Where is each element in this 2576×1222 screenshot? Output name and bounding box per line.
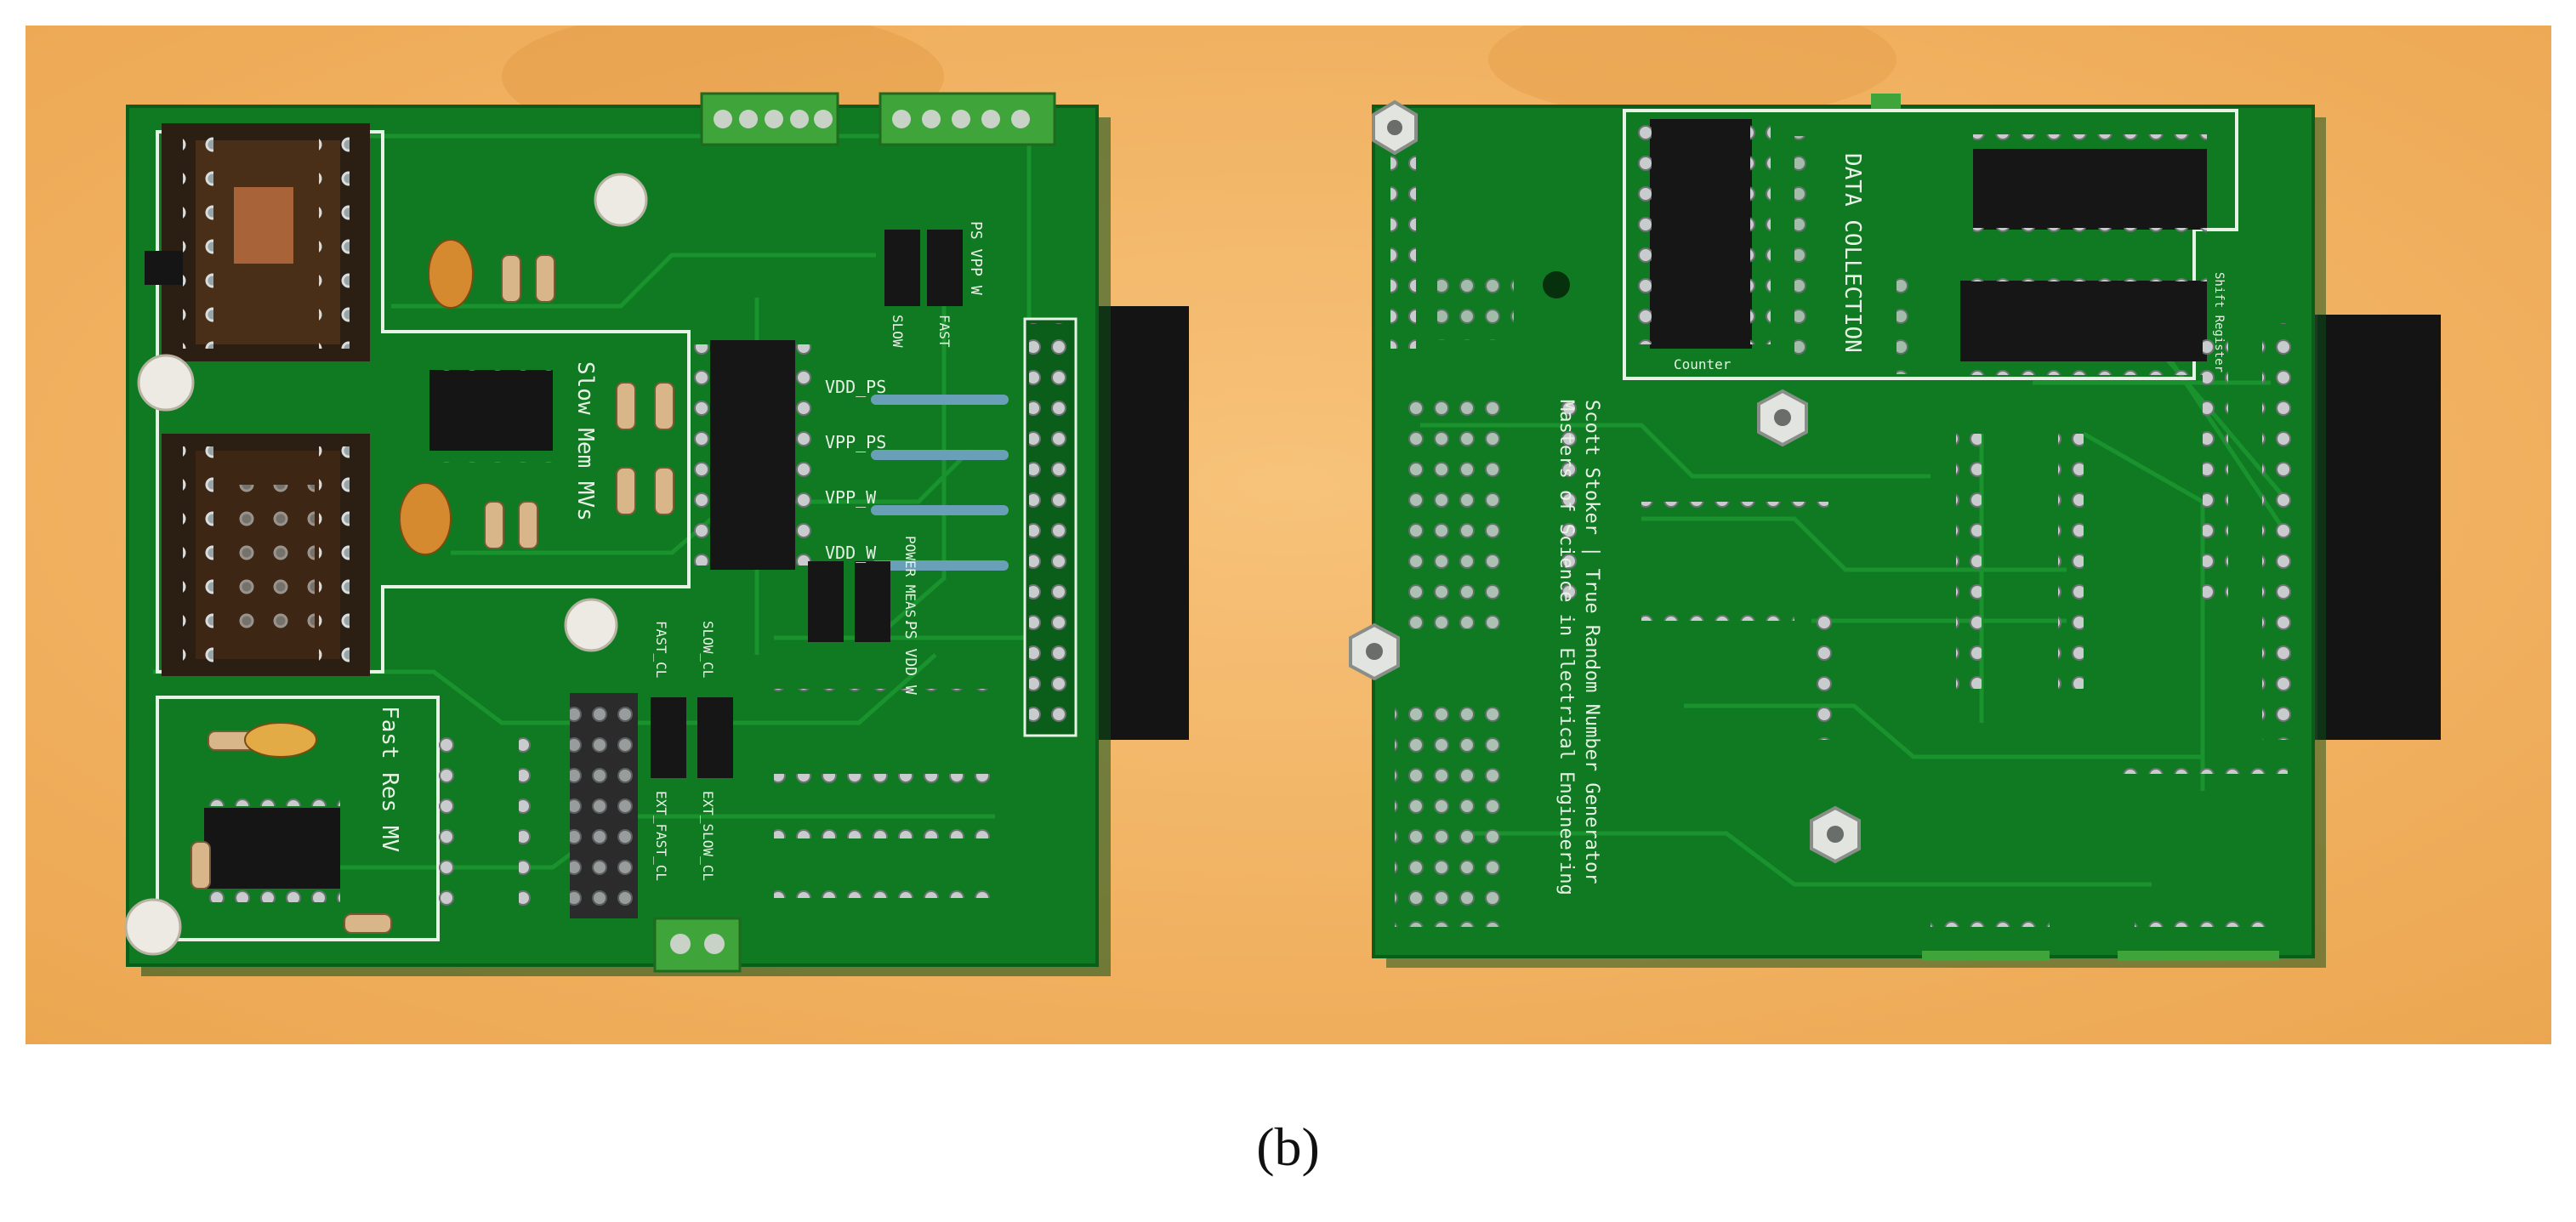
silk-ps-vpp-w: PS VPP W — [967, 221, 985, 295]
silk-fast: FAST — [936, 315, 952, 348]
silk-slow-cl: SLOW_CL — [700, 621, 716, 678]
silk-fast-cl: FAST_CL — [653, 621, 669, 678]
left-jumpers — [570, 230, 963, 918]
left-board: Slow Mem MVs Fast Res MV VDD_PS VPP_PS V… — [124, 92, 1189, 976]
silk-credit-line-2: Masters of Science in Electrical Enginee… — [1555, 400, 1577, 895]
silk-fast-res: Fast Res MV — [377, 706, 402, 852]
left-resistors — [190, 254, 674, 934]
left-jumper-wires — [871, 395, 1009, 571]
silk-counter: Counter — [1674, 356, 1732, 372]
right-ic-counter — [1631, 119, 1771, 349]
right-ic-shift-bottom — [1960, 266, 2207, 375]
figure-caption: (b) — [1256, 1117, 1320, 1177]
right-ic-shift-top — [1973, 134, 2207, 243]
pcb-photograph: Slow Mem MVs Fast Res MV VDD_PS VPP_PS V… — [26, 26, 2551, 1044]
left-capacitors — [244, 239, 474, 758]
silk-ext-fast-cl: EXT_FAST_CL — [653, 791, 669, 881]
right-edge-connector — [2313, 315, 2441, 740]
silk-credit-line-1: Scott Stoker | True Random Number Genera… — [1581, 400, 1602, 884]
left-ic-center — [689, 340, 816, 570]
silk-vdd-w: VDD_W — [825, 543, 877, 563]
silk-shift-register: Shift Register — [2212, 272, 2226, 372]
silk-slow-mem: Slow Mem MVs — [572, 361, 598, 521]
left-mounting-screws — [124, 173, 648, 956]
silk-power-meas: POWER MEAS. — [902, 536, 918, 626]
right-solder-pads — [1390, 136, 2296, 927]
silk-vpp-w: VPP_W — [825, 487, 877, 508]
left-socket-bottom — [162, 434, 370, 676]
silk-ps-vdd-w: PS VDD W — [901, 621, 919, 695]
silk-slow: SLOW — [890, 315, 906, 348]
silk-ext-slow-cl: EXT_SLOW_CL — [700, 791, 716, 881]
left-ic-fast-res — [204, 793, 340, 902]
left-ic-slow-mem — [429, 357, 553, 463]
right-board: DATA COLLECTION Counter Shift Register S… — [1349, 94, 2441, 968]
silk-vdd-ps: VDD_PS — [825, 377, 886, 397]
silk-data-collection: DATA COLLECTION — [1840, 153, 1865, 353]
left-socket-top — [145, 123, 370, 361]
silk-vpp-ps: VPP_PS — [825, 432, 886, 452]
